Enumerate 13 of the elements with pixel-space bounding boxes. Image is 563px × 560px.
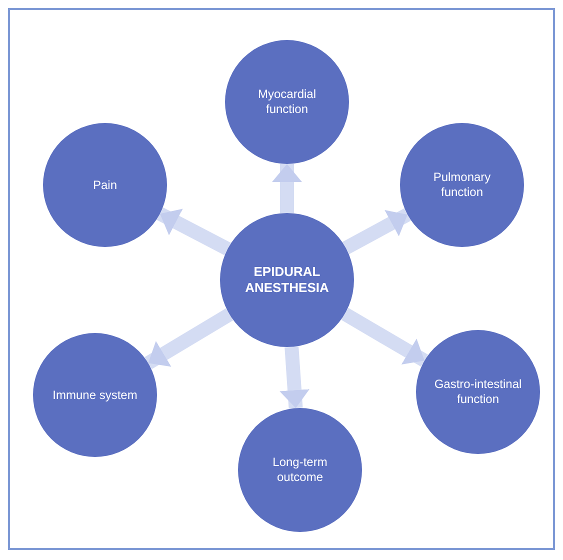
node-label: EPIDURAL ANESTHESIA [244, 264, 330, 296]
block-arrow [342, 208, 411, 254]
block-arrow [341, 308, 428, 367]
block-arrow [280, 346, 310, 409]
node-label: Myocardial function [256, 87, 318, 117]
block-arrow [156, 207, 231, 256]
node-label: Long-term outcome [272, 455, 328, 485]
node-label: Pulmonary function [432, 170, 492, 200]
node-label: Immune system [52, 388, 138, 402]
block-arrow [272, 164, 302, 213]
block-arrow [144, 308, 234, 370]
node-label: Pain [92, 178, 118, 192]
node-label: Gastro-intestinal function [433, 377, 523, 407]
